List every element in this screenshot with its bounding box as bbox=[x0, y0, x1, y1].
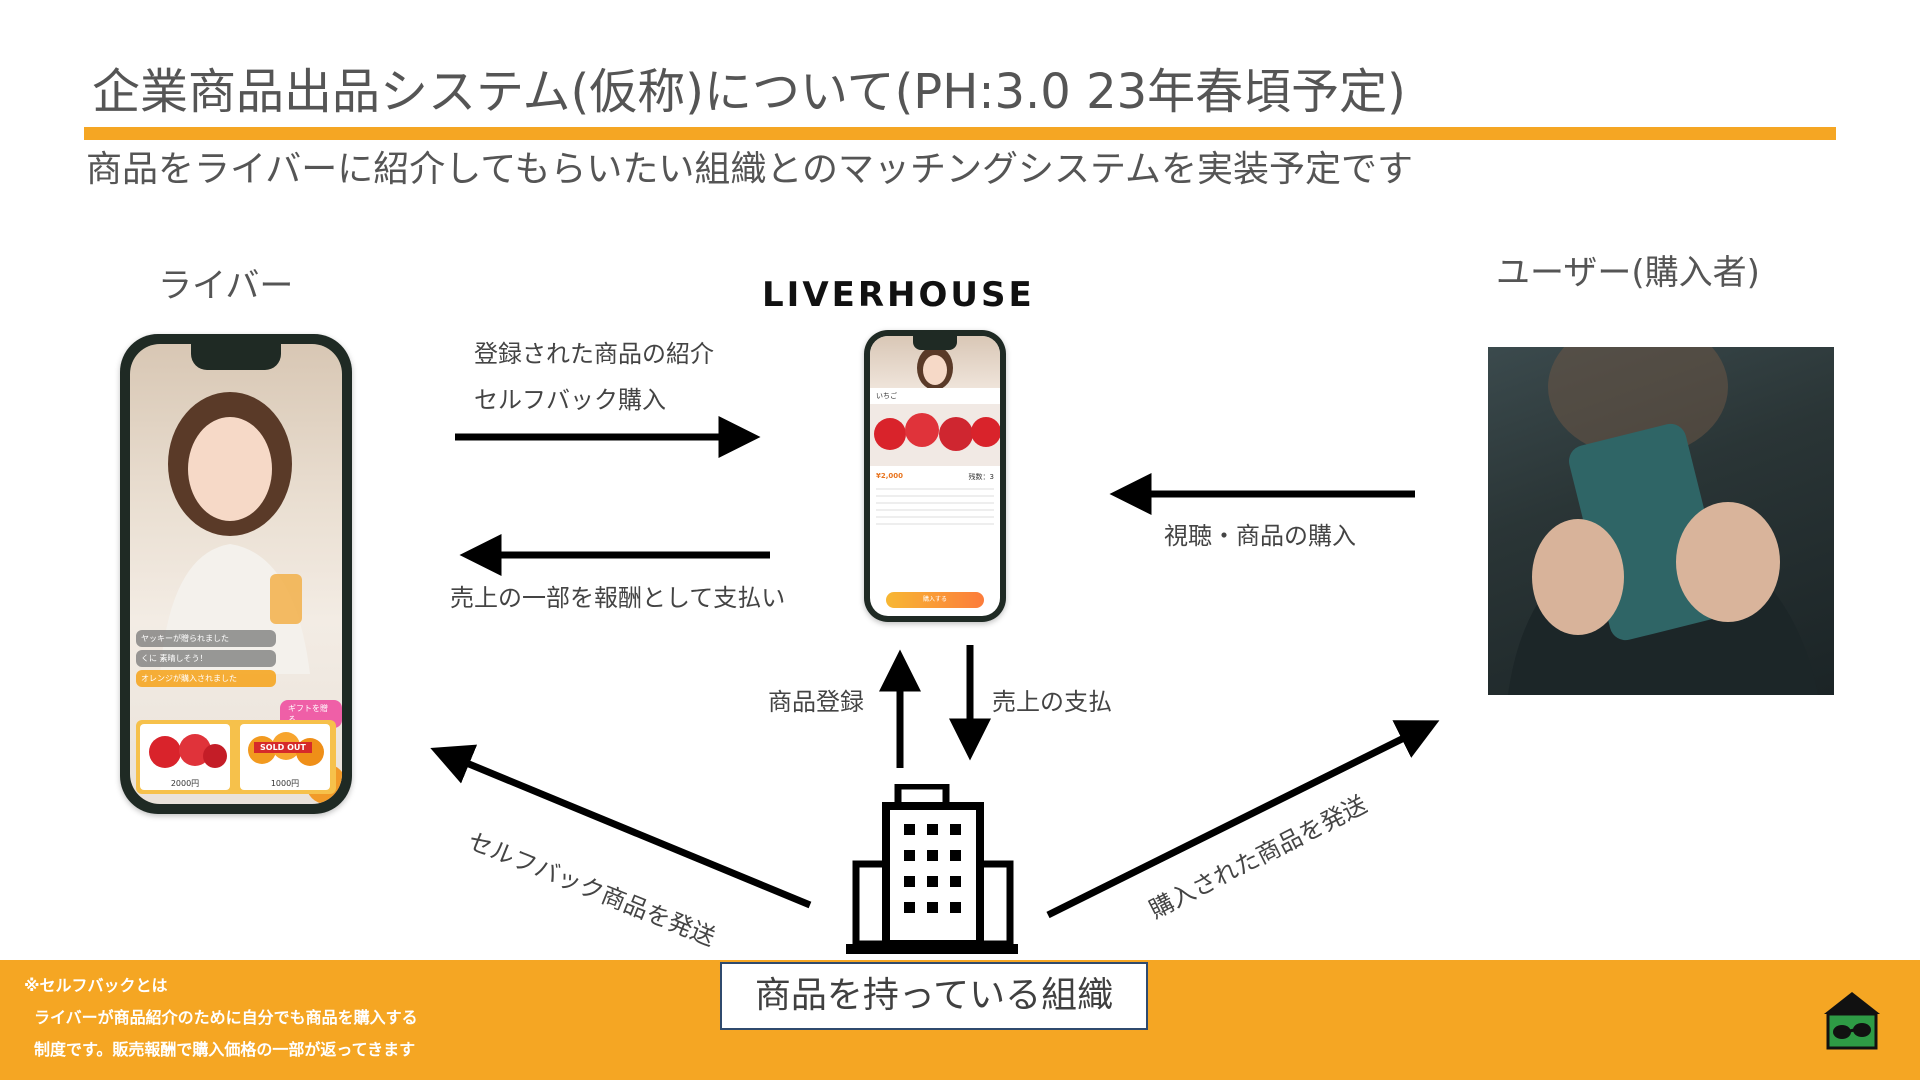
product-card[interactable]: 2000円 bbox=[140, 724, 230, 790]
product-tray: 2000円 SOLD OUT 1000円 bbox=[136, 720, 336, 794]
liver-label: ライバー bbox=[158, 266, 294, 306]
label-org-to-app: 商品登録 bbox=[768, 688, 864, 716]
app-phone: いちご ¥2,000 残数：3 購入する bbox=[864, 330, 1006, 622]
product-price: ¥2,000 bbox=[876, 472, 904, 480]
phone-notch bbox=[913, 336, 957, 350]
organization-label: 商品を持っている組織 bbox=[720, 962, 1148, 1030]
product-description bbox=[876, 488, 994, 528]
house-logo-icon bbox=[1822, 990, 1882, 1050]
strawberry-image bbox=[149, 734, 227, 768]
stock-count: 残数：3 bbox=[968, 473, 994, 481]
page-subtitle: 商品をライバーに紹介してもらいたい組織とのマッチングシステムを実装予定です bbox=[86, 149, 1413, 190]
sold-out-badge: SOLD OUT bbox=[254, 742, 312, 753]
phone-notch bbox=[191, 344, 281, 370]
arrow-org-to-liver bbox=[430, 744, 812, 909]
product-price: 1000円 bbox=[270, 779, 300, 788]
label-app-to-org: 売上の支払 bbox=[992, 688, 1112, 716]
footer-note-line: 制度です。販売報酬で購入価格の一部が返ってきます bbox=[34, 1040, 416, 1059]
page-title: 企業商品出品システム(仮称)について(PH:3.0 23年春頃予定) bbox=[92, 64, 1406, 120]
product-name: いちご bbox=[876, 392, 897, 400]
footer-note-line: ライバーが商品紹介のために自分でも商品を購入する bbox=[34, 1008, 418, 1027]
svg-text:LIVERHOUSE: LIVERHOUSE bbox=[762, 275, 1035, 312]
arrow-org-to-user bbox=[1046, 720, 1440, 919]
product-card[interactable]: SOLD OUT 1000円 bbox=[240, 724, 330, 790]
user-photo bbox=[1488, 347, 1834, 695]
building-icon bbox=[844, 782, 1020, 958]
liverhouse-logo: LIVERHOUSE bbox=[762, 274, 1098, 315]
liver-phone: ヤッキーが贈られました くに 素晴しそう！ オレンジが購入されました ギフトを贈… bbox=[120, 334, 352, 814]
label-liver-to-app-1: 登録された商品の紹介 bbox=[474, 340, 714, 368]
label-app-to-liver: 売上の一部を報酬として支払い bbox=[450, 584, 786, 612]
label-liver-to-app-2: セルフバック購入 bbox=[474, 386, 666, 414]
buy-button[interactable]: 購入する bbox=[886, 592, 984, 608]
strawberry-image bbox=[870, 404, 1000, 466]
product-price: 2000円 bbox=[170, 779, 200, 788]
user-label: ユーザー(購入者) bbox=[1496, 253, 1760, 293]
chat-message: ヤッキーが贈られました bbox=[136, 630, 276, 647]
chat-message: オレンジが購入されました bbox=[136, 670, 276, 687]
title-divider bbox=[84, 127, 1836, 140]
label-user-to-app: 視聴・商品の購入 bbox=[1164, 522, 1356, 550]
chat-message: くに 素晴しそう！ bbox=[136, 650, 276, 667]
footer-note-title: ※セルフバックとは bbox=[24, 976, 168, 995]
